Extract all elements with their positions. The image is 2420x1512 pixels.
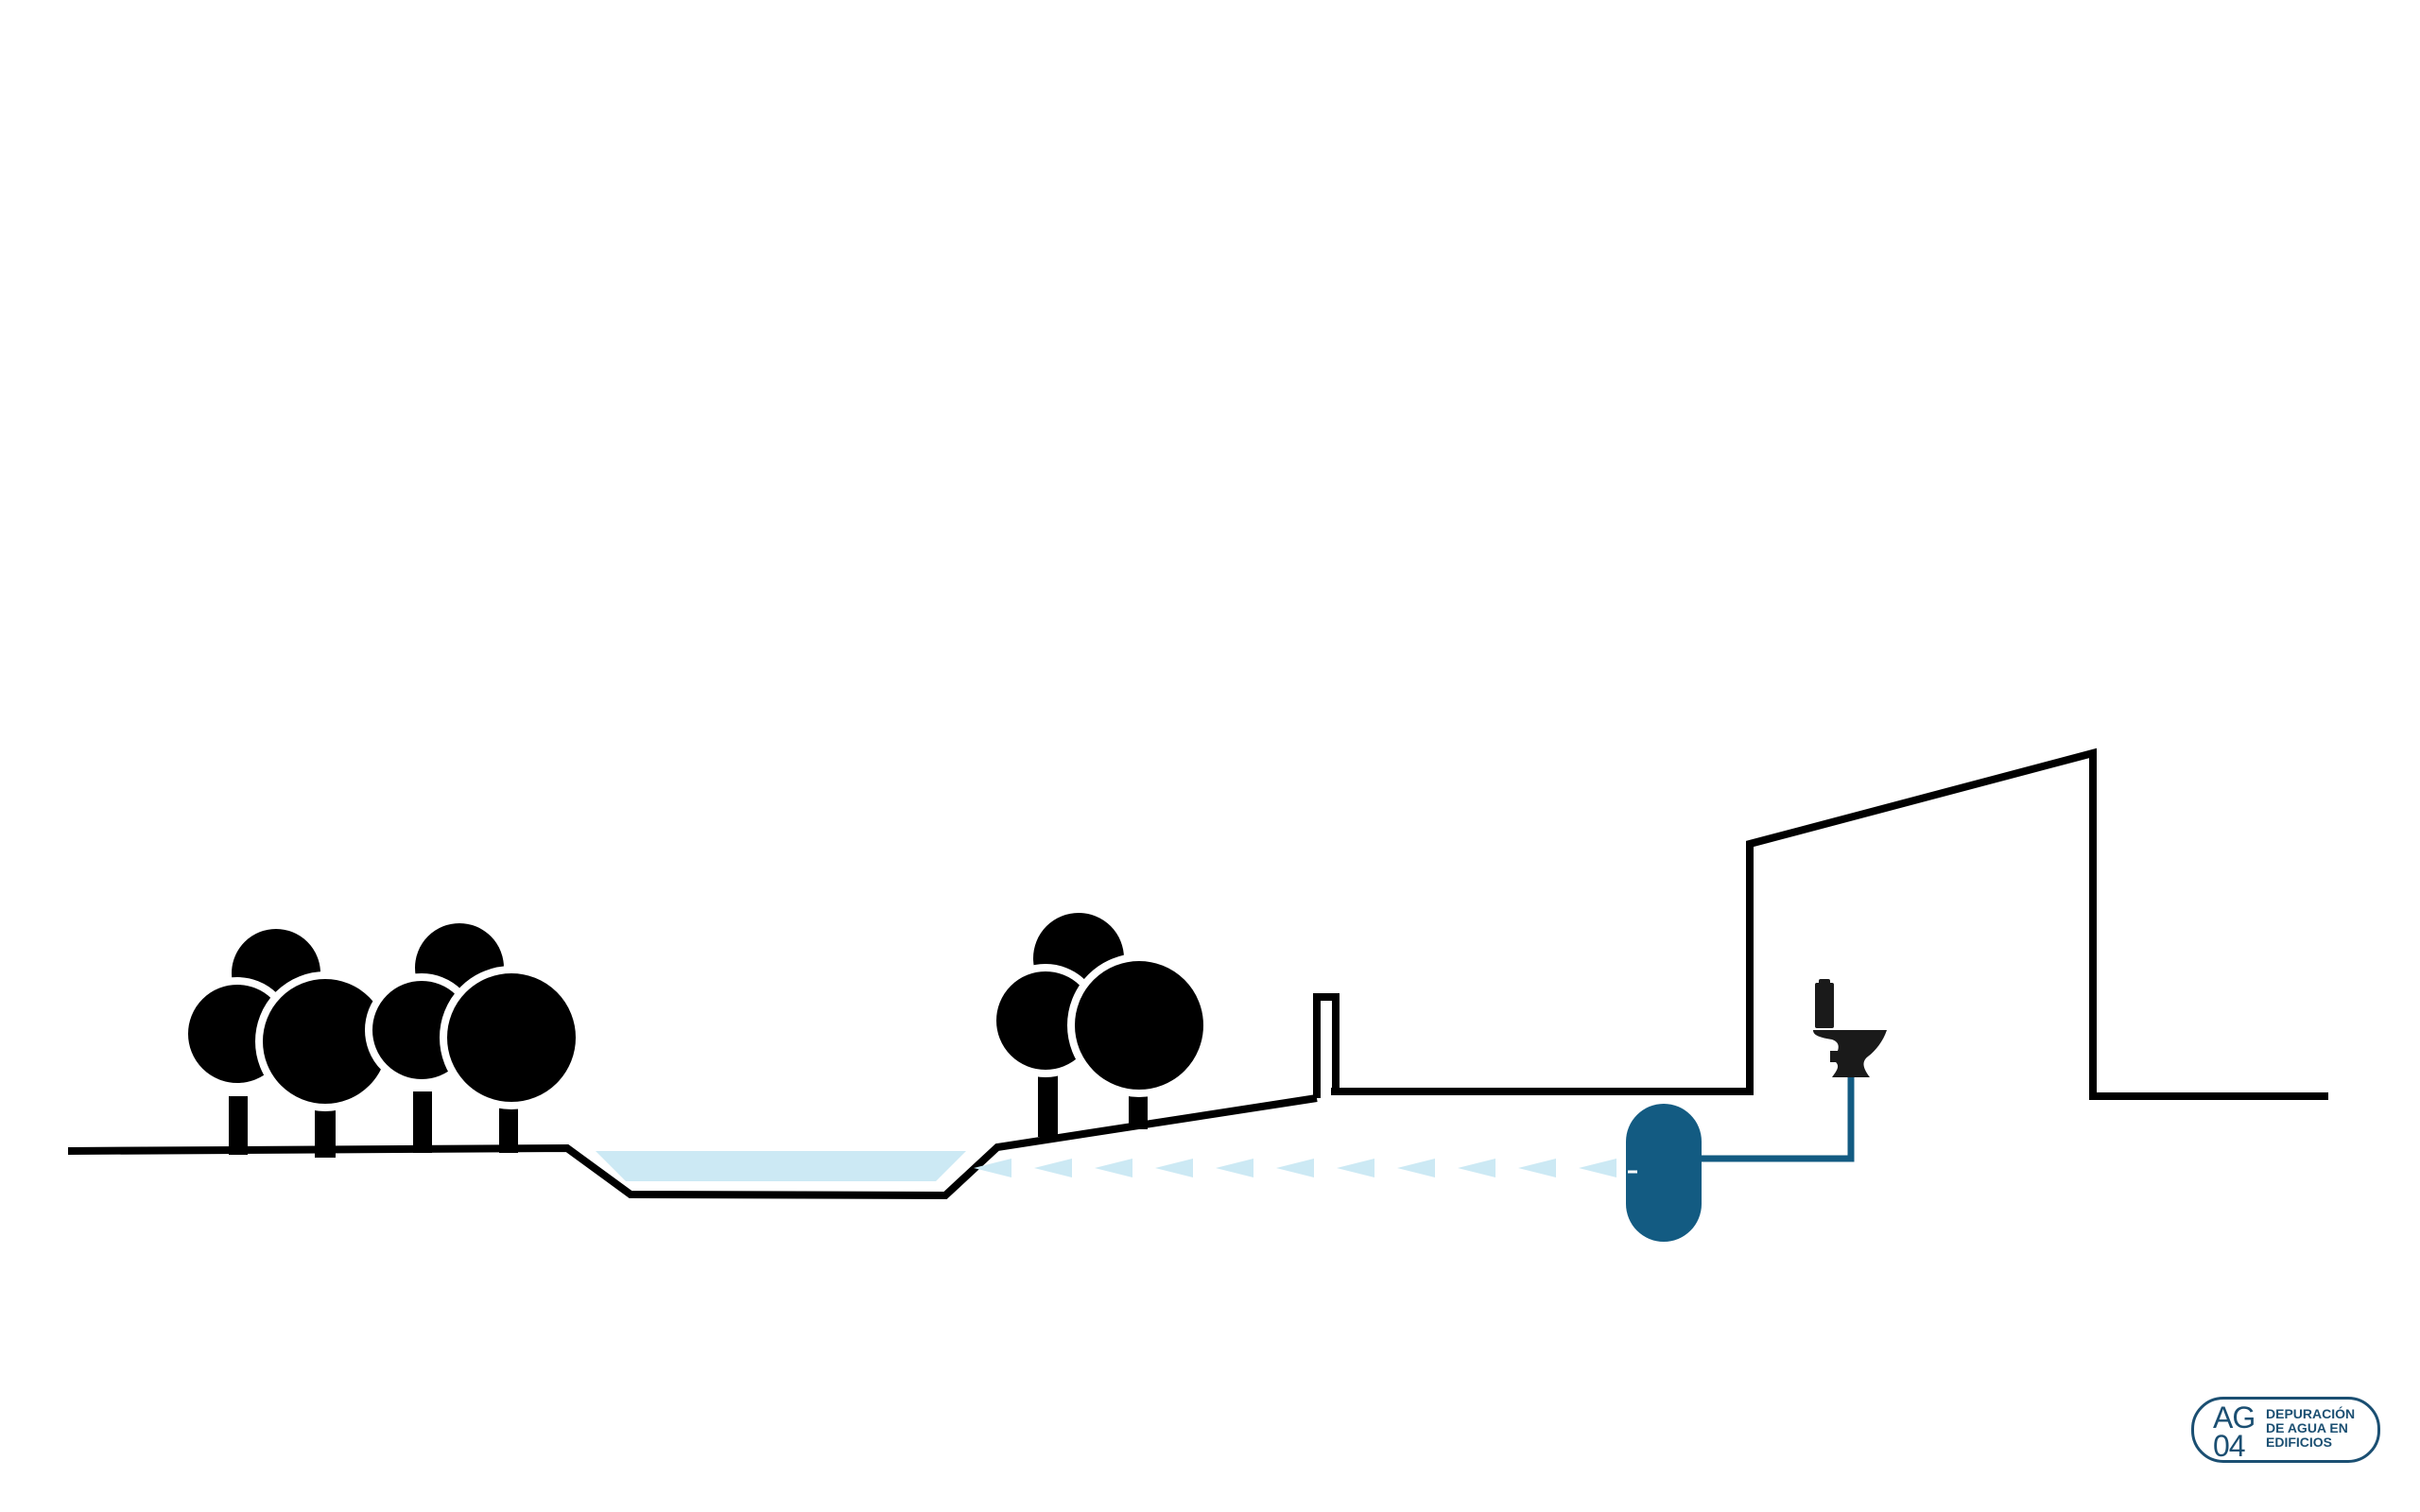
flow-arrow-icon [1216,1159,1253,1177]
pond-water [596,1151,966,1181]
flow-arrow-icon [1518,1159,1556,1177]
badge-title-line3: EDIFICIOS [2266,1435,2333,1450]
low-wall [1313,993,1340,1098]
flow-arrow-icon [1095,1159,1132,1177]
badge-code-line2: 04 [2213,1429,2246,1463]
flow-arrow-icon [974,1159,1011,1177]
badge-code-line1: AG [2213,1400,2256,1435]
flow-arrow-icon [1579,1159,1616,1177]
flow-arrow-icon [1458,1159,1495,1177]
flow-arrow-icon [1034,1159,1072,1177]
toilet-icon [1813,979,1887,1077]
flow-arrow-icon [1276,1159,1314,1177]
building-outline [1331,747,2328,1100]
water-tank-icon [1626,1104,1702,1242]
badge-code: AG 04 [2213,1400,2260,1463]
tree-group-middle [989,905,1211,1137]
flow-arrow-icon [1155,1159,1193,1177]
badge-title: DEPURACIÓN DE AGUA EN EDIFICIOS [2266,1407,2379,1450]
badge-title-line2: DE AGUA EN [2266,1420,2348,1435]
flow-arrow-icon [1337,1159,1374,1177]
ground-line [67,1094,1318,1200]
tree-group-left [181,916,583,1158]
badge-title-line1: DEPURACIÓN [2266,1406,2356,1421]
flow-arrow-icon [1397,1159,1435,1177]
flow-arrows [974,1159,1616,1177]
drain-pipe [1702,1066,1855,1162]
section-badge: AG 04 DEPURACIÓN DE AGUA EN EDIFICIOS [2191,1397,2380,1463]
